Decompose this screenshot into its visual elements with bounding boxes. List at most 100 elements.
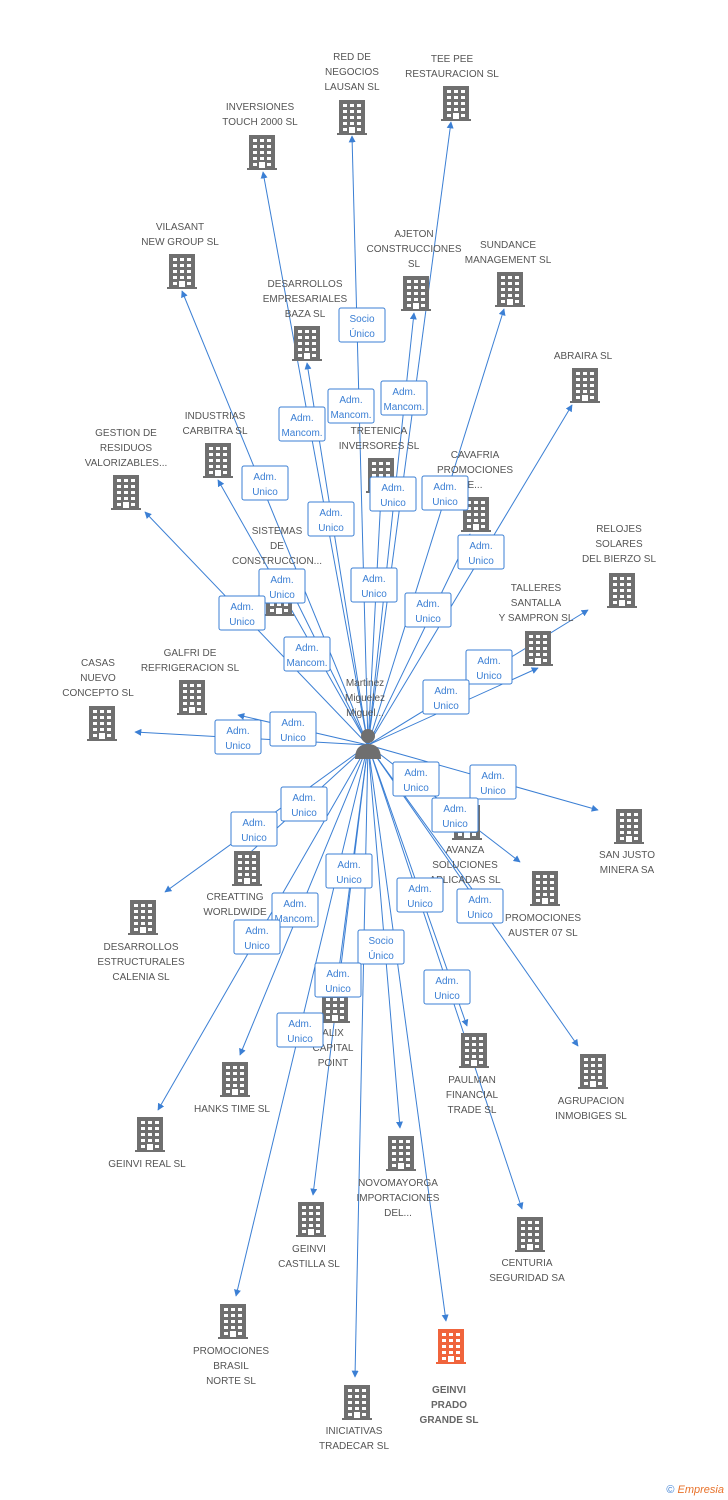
company-label-geinvi-castilla[interactable]: GEINVI bbox=[292, 1244, 326, 1255]
company-label-avanza[interactable]: APLICADAS SL bbox=[429, 875, 501, 886]
company-label-inversiones-touch[interactable]: TOUCH 2000 SL bbox=[222, 117, 298, 128]
company-label-relojes-solares[interactable]: DEL BIERZO SL bbox=[582, 554, 657, 565]
company-label-galfri[interactable]: GALFRI DE bbox=[164, 648, 217, 659]
company-label-cavafria[interactable]: E... bbox=[467, 480, 482, 491]
company-label-creatting[interactable]: CREATTING bbox=[206, 892, 263, 903]
person-icon[interactable] bbox=[355, 729, 381, 759]
company-label-san-justo[interactable]: MINERA SA bbox=[600, 865, 655, 876]
building-icon[interactable] bbox=[203, 443, 233, 478]
company-label-industrias-carbitra[interactable]: CARBITRA SL bbox=[182, 426, 247, 437]
company-label-ajeton[interactable]: CONSTRUCCIONES bbox=[366, 244, 461, 255]
company-label-red-de-negocios[interactable]: RED DE bbox=[333, 52, 371, 63]
company-label-cavafria[interactable]: CAVAFRIA bbox=[451, 450, 500, 461]
company-label-desarrollos-calenia[interactable]: CALENIA SL bbox=[112, 972, 170, 983]
building-icon[interactable] bbox=[87, 706, 117, 741]
building-icon[interactable] bbox=[247, 135, 277, 170]
company-label-desarrollos-baza[interactable]: BAZA SL bbox=[285, 309, 326, 320]
company-label-promociones-auster[interactable]: AUSTER 07 SL bbox=[508, 928, 578, 939]
company-label-san-justo[interactable]: SAN JUSTO bbox=[599, 850, 655, 861]
building-icon[interactable] bbox=[167, 254, 197, 289]
company-label-relojes-solares[interactable]: RELOJES bbox=[596, 524, 642, 535]
building-icon[interactable] bbox=[461, 497, 491, 532]
company-label-centuria[interactable]: CENTURIA bbox=[501, 1258, 552, 1269]
building-icon[interactable] bbox=[441, 86, 471, 121]
company-label-paulman[interactable]: TRADE SL bbox=[448, 1105, 497, 1116]
company-label-geinvi-prado[interactable]: PRADO bbox=[431, 1400, 467, 1411]
building-icon[interactable] bbox=[135, 1117, 165, 1152]
company-label-geinvi-prado[interactable]: GEINVI bbox=[432, 1385, 466, 1396]
building-icon[interactable] bbox=[177, 680, 207, 715]
company-label-abraira[interactable]: ABRAIRA SL bbox=[554, 351, 613, 362]
building-icon[interactable] bbox=[218, 1304, 248, 1339]
building-icon[interactable] bbox=[578, 1054, 608, 1089]
company-label-avanza[interactable]: AVANZA bbox=[446, 845, 485, 856]
company-label-desarrollos-calenia[interactable]: DESARROLLOS bbox=[103, 942, 178, 953]
company-label-tee-pee[interactable]: RESTAURACION SL bbox=[405, 69, 499, 80]
company-node-vilasant[interactable]: VILASANT NEW GROUP SL bbox=[141, 222, 219, 289]
building-icon[interactable] bbox=[530, 871, 560, 906]
company-label-gestion-residuos[interactable]: RESIDUOS bbox=[100, 443, 153, 454]
company-node-desarrollos-baza[interactable]: DESARROLLOS EMPRESARIALES BAZA SL bbox=[263, 279, 348, 361]
company-label-paulman[interactable]: FINANCIAL bbox=[446, 1090, 499, 1101]
building-icon[interactable] bbox=[459, 1033, 489, 1068]
company-node-gestion-residuos[interactable]: GESTION DE RESIDUOS VALORIZABLES... bbox=[85, 428, 168, 510]
company-label-geinvi-castilla[interactable]: CASTILLA SL bbox=[278, 1259, 340, 1270]
company-label-sistemas-construccion[interactable]: CONSTRUCCION... bbox=[232, 556, 322, 567]
company-label-sistemas-construccion[interactable]: DE bbox=[270, 541, 284, 552]
company-node-geinvi-real[interactable]: GEINVI REAL SL bbox=[108, 1117, 186, 1170]
company-node-desarrollos-calenia[interactable]: DESARROLLOS ESTRUCTURALES CALENIA SL bbox=[97, 900, 185, 983]
company-label-avanza[interactable]: SOLUCIONES bbox=[432, 860, 498, 871]
company-label-vilasant[interactable]: NEW GROUP SL bbox=[141, 237, 219, 248]
company-label-vilasant[interactable]: VILASANT bbox=[156, 222, 204, 233]
company-node-cavafria[interactable]: CAVAFRIAPROMOCIONESE... bbox=[437, 450, 513, 532]
company-label-geinvi-real[interactable]: GEINVI REAL SL bbox=[108, 1159, 186, 1170]
company-label-gestion-residuos[interactable]: VALORIZABLES... bbox=[85, 458, 168, 469]
building-icon[interactable] bbox=[342, 1385, 372, 1420]
company-label-alix-capital[interactable]: CAPITAL bbox=[313, 1043, 354, 1054]
company-label-alix-capital[interactable]: ALIX bbox=[322, 1028, 344, 1039]
building-icon[interactable] bbox=[495, 272, 525, 307]
company-label-promociones-auster[interactable]: PROMOCIONES bbox=[505, 913, 581, 924]
company-label-paulman[interactable]: PAULMAN bbox=[448, 1075, 496, 1086]
company-label-red-de-negocios[interactable]: LAUSAN SL bbox=[324, 82, 379, 93]
company-label-tretenica[interactable]: INVERSORES SL bbox=[339, 441, 420, 452]
company-label-desarrollos-calenia[interactable]: ESTRUCTURALES bbox=[97, 957, 185, 968]
center-node[interactable]: MartinezMiguelezMiguel... bbox=[345, 678, 385, 759]
company-label-casas-nuevo[interactable]: CASAS bbox=[81, 658, 115, 669]
company-label-novomayorga[interactable]: DEL... bbox=[384, 1208, 412, 1219]
company-label-desarrollos-baza[interactable]: DESARROLLOS bbox=[267, 279, 342, 290]
company-label-casas-nuevo[interactable]: CONCEPTO SL bbox=[62, 688, 134, 699]
company-label-casas-nuevo[interactable]: NUEVO bbox=[80, 673, 116, 684]
company-label-iniciativas-tradecar[interactable]: TRADECAR SL bbox=[319, 1441, 389, 1452]
company-label-ajeton[interactable]: AJETON bbox=[394, 229, 433, 240]
company-label-desarrollos-baza[interactable]: EMPRESARIALES bbox=[263, 294, 348, 305]
company-label-tretenica[interactable]: TRETENICA bbox=[351, 426, 408, 437]
company-label-agrupacion[interactable]: AGRUPACION bbox=[558, 1096, 625, 1107]
company-label-tee-pee[interactable]: TEE PEE bbox=[431, 54, 474, 65]
person-name-label[interactable]: Miguelez bbox=[345, 693, 385, 704]
company-label-inversiones-touch[interactable]: INVERSIONES bbox=[226, 102, 295, 113]
person-name-label[interactable]: Miguel... bbox=[346, 708, 384, 719]
company-label-gestion-residuos[interactable]: GESTION DE bbox=[95, 428, 157, 439]
company-label-promociones-brasil[interactable]: PROMOCIONES bbox=[193, 1346, 269, 1357]
building-icon[interactable] bbox=[436, 1329, 466, 1364]
company-label-centuria[interactable]: SEGURIDAD SA bbox=[489, 1273, 565, 1284]
building-icon[interactable] bbox=[607, 573, 637, 608]
company-label-talleres-santalla[interactable]: Y SAMPRON SL bbox=[499, 613, 574, 624]
person-name-label[interactable]: Martinez bbox=[346, 678, 384, 689]
company-label-creatting[interactable]: WORLDWIDE bbox=[203, 907, 267, 918]
company-label-ajeton[interactable]: SL bbox=[408, 259, 421, 270]
company-node-casas-nuevo[interactable]: CASAS NUEVO CONCEPTO SL bbox=[62, 658, 134, 741]
building-icon[interactable] bbox=[401, 276, 431, 311]
building-icon[interactable] bbox=[111, 475, 141, 510]
company-node-abraira[interactable]: ABRAIRA SL bbox=[554, 351, 613, 403]
company-label-novomayorga[interactable]: IMPORTACIONES bbox=[357, 1193, 440, 1204]
company-node-ajeton[interactable]: AJETON CONSTRUCCIONES SL bbox=[366, 229, 462, 311]
